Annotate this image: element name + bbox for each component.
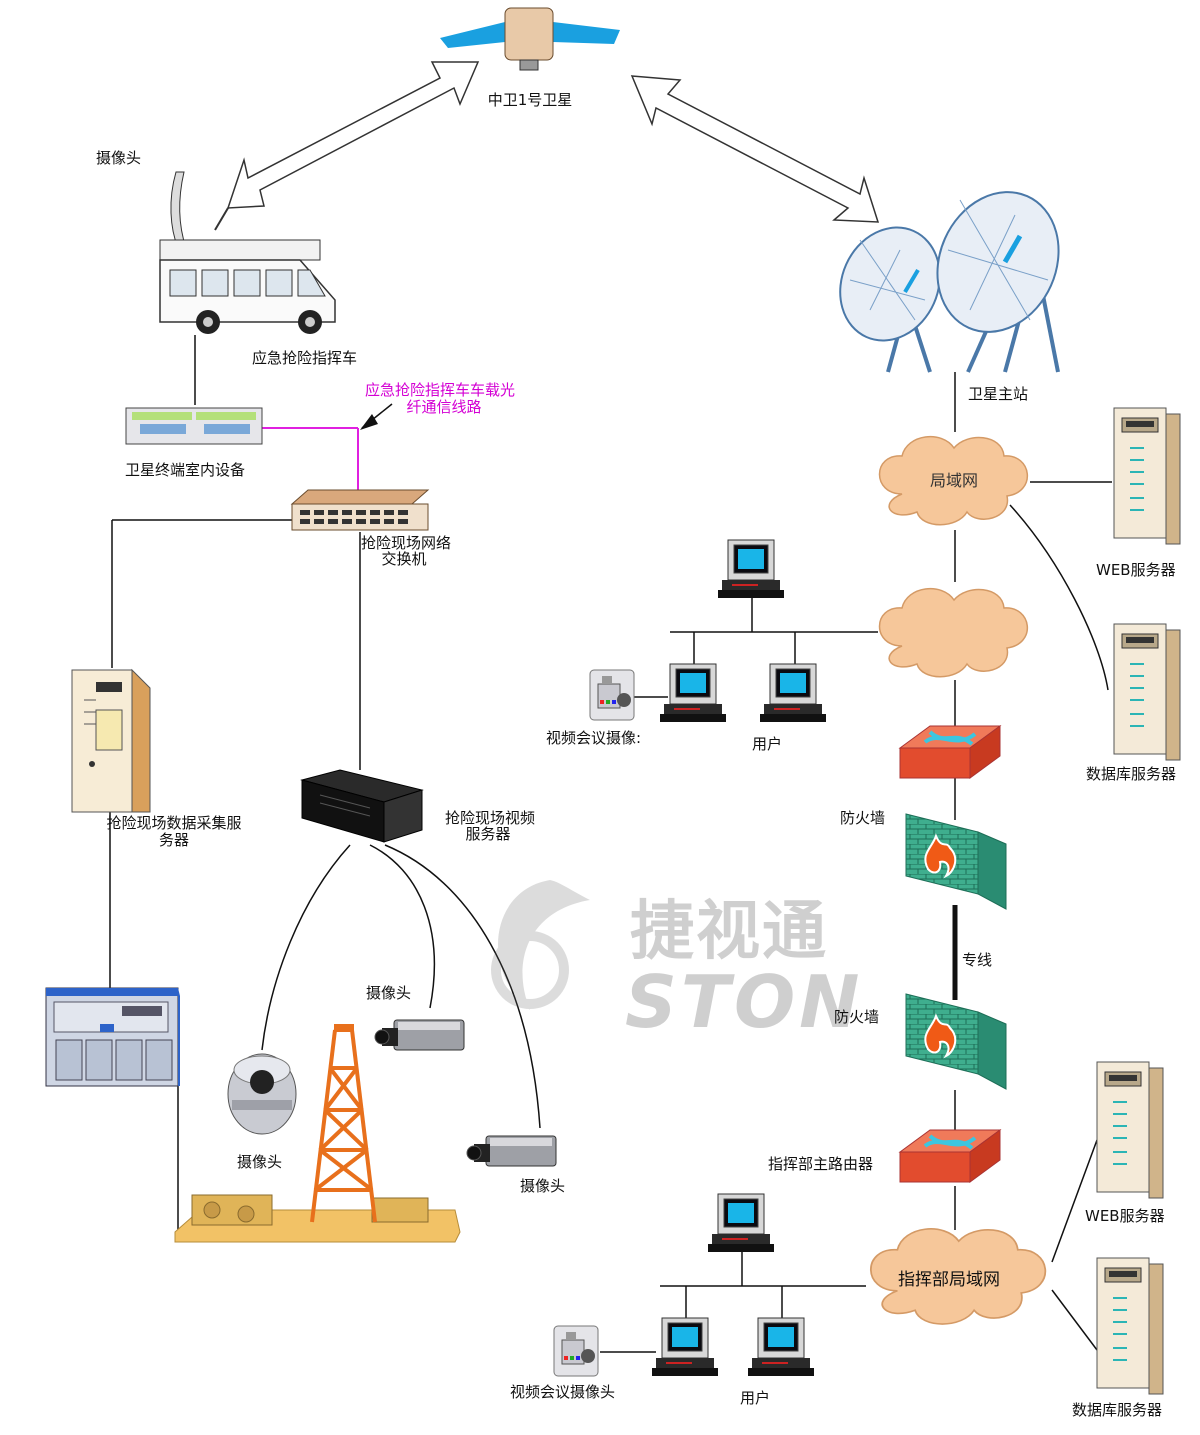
watermark-logo-icon [491,880,590,1010]
ground-station-icon [839,191,1060,373]
video-server-label-1: 抢险现场视频 [444,809,536,827]
db-server-bottom-label: 数据库服务器 [1072,1401,1163,1419]
video-server-icon [300,769,424,843]
users-bottom-label: 用户 [740,1389,771,1407]
db-server-icon-top [1113,623,1181,761]
vc-camera-top-label: 视频会议摄像: [546,729,642,747]
pc-icon [651,1317,719,1377]
fiber-line-label-1: 应急抢险指挥车车载光 [364,381,516,399]
switch-label-2: 交换机 [381,550,427,568]
firewall-bottom-label: 防火墙 [834,1008,880,1026]
dome-camera-icon [227,1053,297,1135]
pc-icon [659,663,727,723]
command-vehicle-icon [159,171,336,334]
fiber-pointer-arrow [360,403,393,430]
fiber-link [262,427,359,494]
command-vehicle-label: 应急抢险指挥车 [252,349,358,367]
dedicated-line-label: 专线 [962,951,993,969]
box-camera-icon [466,1135,557,1167]
db-server-icon-bottom [1096,1257,1164,1395]
satellite-label: 中卫1号卫星 [487,91,573,109]
router-icon [898,724,1002,780]
hq-router-label: 指挥部主路由器 [768,1155,874,1173]
network-switch-icon [290,489,430,531]
fiber-line-label-2: 纤通信线路 [406,398,482,416]
web-server-top-label: WEB服务器 [1096,561,1176,579]
data-server-icon [71,668,151,813]
hq-router-icon [898,1128,1002,1184]
camera-mid-label: 摄像头 [366,984,412,1002]
data-server-label-1: 抢险现场数据采集服 [106,814,242,832]
vc-camera-icon-bottom [553,1325,599,1377]
oilfield-icon [174,1024,461,1243]
pc-icon [747,1317,815,1377]
ground-station-label: 卫星主站 [968,385,1029,403]
vc-camera-bottom-label: 视频会议摄像头 [510,1383,616,1401]
web-server-bottom-label: WEB服务器 [1085,1207,1165,1225]
hq-lan-label: 指挥部局域网 [898,1270,1000,1290]
firewall-top-label: 防火墙 [840,809,886,827]
web-server-icon-top [1113,407,1181,545]
pc-icon [707,1193,775,1253]
sat-terminal-icon [125,407,263,445]
links [109,335,1112,1353]
camera-dome-label: 摄像头 [237,1153,283,1171]
pc-icon [759,663,827,723]
watermark-en: STON [625,960,864,1044]
lan-label: 局域网 [930,471,979,490]
pc-icon [717,539,785,599]
vc-camera-icon-top [589,669,635,721]
firewall-icon-bottom [905,993,1007,1090]
camera-top-label: 摄像头 [96,149,142,167]
db-server-top-label: 数据库服务器 [1086,765,1177,783]
users-top-label: 用户 [752,735,783,753]
switch-label-1: 抢险现场网络 [360,534,452,552]
sat-terminal-label: 卫星终端室内设备 [125,461,246,479]
firewall-icon-top [905,813,1007,910]
watermark-cn: 捷视通 [630,895,828,969]
video-server-label-2: 服务器 [465,825,511,843]
box-camera-icon [374,1019,465,1051]
camera-right-label: 摄像头 [520,1177,566,1195]
data-server-label-2: 务器 [158,831,190,849]
satellite-icon [440,7,620,71]
uplink-arrow-left [226,61,480,209]
web-server-icon-bottom [1096,1061,1164,1199]
user-lan-cloud [878,587,1029,678]
daq-cabinet-icon [45,987,180,1087]
uplink-arrow-right [630,75,880,223]
